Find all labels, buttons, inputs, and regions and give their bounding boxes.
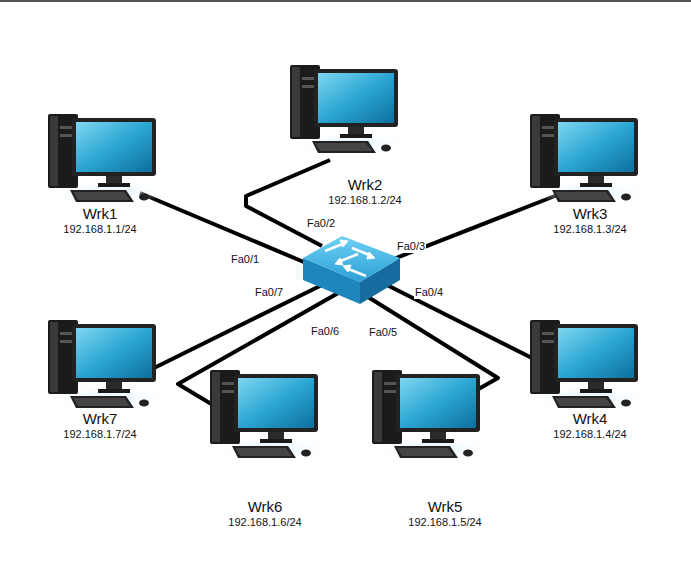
- port-label: Fa0/1: [230, 253, 260, 266]
- cable: [140, 160, 565, 408]
- host-name: Wrk3: [553, 205, 626, 222]
- host-name: Wrk5: [408, 498, 481, 515]
- workstation-icon: [288, 65, 412, 155]
- workstation-label: Wrk6192.168.1.6/24: [228, 498, 301, 529]
- workstation-label: Wrk5192.168.1.5/24: [408, 498, 481, 529]
- host-name: Wrk6: [228, 498, 301, 515]
- ip-address: 192.168.1.7/24: [63, 427, 136, 441]
- host-name: Wrk1: [63, 205, 136, 222]
- workstation-icon: [208, 370, 332, 460]
- workstation-icon: [370, 370, 494, 460]
- ip-address: 192.168.1.1/24: [63, 222, 136, 236]
- workstation-icon: [528, 114, 652, 204]
- workstation-icon: [46, 320, 170, 410]
- workstation-icon: [528, 320, 652, 410]
- host-name: Wrk2: [328, 176, 401, 193]
- ip-address: 192.168.1.6/24: [228, 515, 301, 529]
- host-name: Wrk7: [63, 410, 136, 427]
- ip-address: 192.168.1.3/24: [553, 222, 626, 236]
- port-label: Fa0/6: [310, 325, 340, 338]
- workstation-icon: [46, 114, 170, 204]
- host-name: Wrk4: [553, 410, 626, 427]
- workstation-label: Wrk2192.168.1.2/24: [328, 176, 401, 207]
- port-label: Fa0/5: [368, 326, 398, 339]
- port-label: Fa0/4: [414, 286, 444, 299]
- port-label: Fa0/3: [396, 240, 426, 253]
- workstation-label: Wrk7192.168.1.7/24: [63, 410, 136, 441]
- switch-icon: [303, 236, 400, 304]
- workstation-label: Wrk1192.168.1.1/24: [63, 205, 136, 236]
- workstation-label: Wrk4192.168.1.4/24: [553, 410, 626, 441]
- ip-address: 192.168.1.2/24: [328, 193, 401, 207]
- ip-address: 192.168.1.4/24: [553, 427, 626, 441]
- workstation-label: Wrk3192.168.1.3/24: [553, 205, 626, 236]
- ip-address: 192.168.1.5/24: [408, 515, 481, 529]
- port-label: Fa0/7: [254, 286, 284, 299]
- port-label: Fa0/2: [306, 217, 336, 230]
